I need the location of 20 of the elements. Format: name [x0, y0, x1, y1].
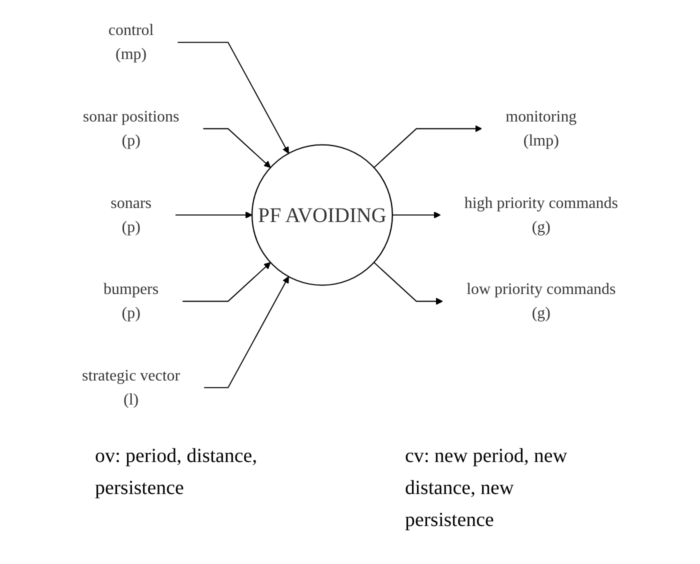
arrow	[182, 262, 271, 302]
arrow	[178, 42, 289, 154]
arrow	[374, 262, 443, 305]
node-text: control (mp)	[108, 22, 154, 64]
node-text: strategic vector (l)	[82, 366, 180, 408]
arrow	[392, 211, 441, 219]
arrow	[204, 276, 289, 388]
node-text: high priority commands (g)	[464, 194, 618, 236]
node-text: sonar positions (p)	[82, 108, 180, 150]
diagram: control (mp) sonar positions (p) sonars (p) bumpers (p) strategic vector (l) PF AVOIDING monitoring (lmp) high priority commands (g) low priority commands (g)	[5, 0, 695, 430]
node-text: monitoring (lmp)	[506, 108, 577, 150]
arrow	[374, 125, 482, 168]
node-text: bumpers (p)	[104, 280, 159, 322]
note-text: ov: period, distance, persistence	[95, 444, 258, 501]
node-circle	[251, 144, 394, 286]
arrow	[175, 211, 252, 219]
node-text: sonars (p)	[110, 194, 152, 236]
node-text: low priority commands (g)	[466, 280, 616, 322]
note-text: cv: new period, new distance, new persistence	[405, 444, 568, 533]
arrow	[203, 128, 271, 168]
